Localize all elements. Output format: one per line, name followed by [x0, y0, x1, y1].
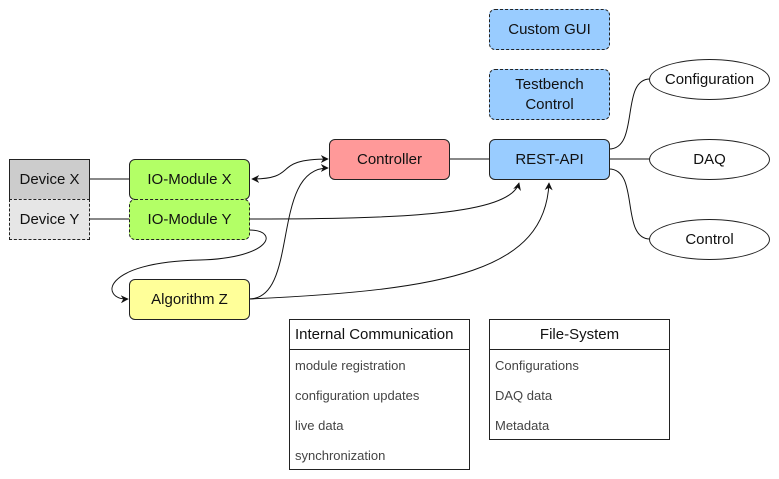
io-module-y-node[interactable]: IO-Module Y: [129, 199, 250, 240]
internal-communication-title: Internal Communication: [290, 320, 469, 350]
daq-node[interactable]: DAQ: [649, 139, 770, 180]
edge-algorithm-rest: [248, 182, 553, 300]
testbench-control-node[interactable]: Testbench Control: [489, 69, 610, 120]
internal-communication-table[interactable]: Internal Communication module registrati…: [289, 319, 470, 470]
table-row: Configurations: [495, 357, 579, 373]
controller-node[interactable]: Controller: [329, 139, 450, 180]
table-row: configuration updates: [295, 387, 420, 403]
edge-algorithm-controller: [248, 164, 329, 300]
file-system-table[interactable]: File-System Configurations DAQ data Meta…: [489, 319, 670, 440]
control-node[interactable]: Control: [649, 219, 770, 260]
table-row: live data: [295, 417, 344, 433]
table-row: synchronization: [295, 447, 386, 463]
edge-rest-control: [608, 168, 651, 240]
device-y-node[interactable]: Device Y: [9, 199, 90, 240]
table-row: DAQ data: [495, 387, 553, 403]
edge-io-y-rest: [248, 182, 521, 220]
table-row: module registration: [295, 357, 406, 373]
io-module-x-node[interactable]: IO-Module X: [129, 159, 250, 200]
edge-io-y-algorithm: [111, 229, 267, 304]
edge-io-x-controller: [251, 155, 329, 183]
rest-api-node[interactable]: REST-API: [489, 139, 610, 180]
configuration-node[interactable]: Configuration: [649, 59, 770, 100]
file-system-title: File-System: [490, 320, 669, 350]
edge-rest-configuration: [608, 78, 651, 150]
custom-gui-node[interactable]: Custom GUI: [489, 9, 610, 50]
table-row: Metadata: [495, 417, 550, 433]
device-x-node[interactable]: Device X: [9, 159, 90, 200]
algorithm-z-node[interactable]: Algorithm Z: [129, 279, 250, 320]
